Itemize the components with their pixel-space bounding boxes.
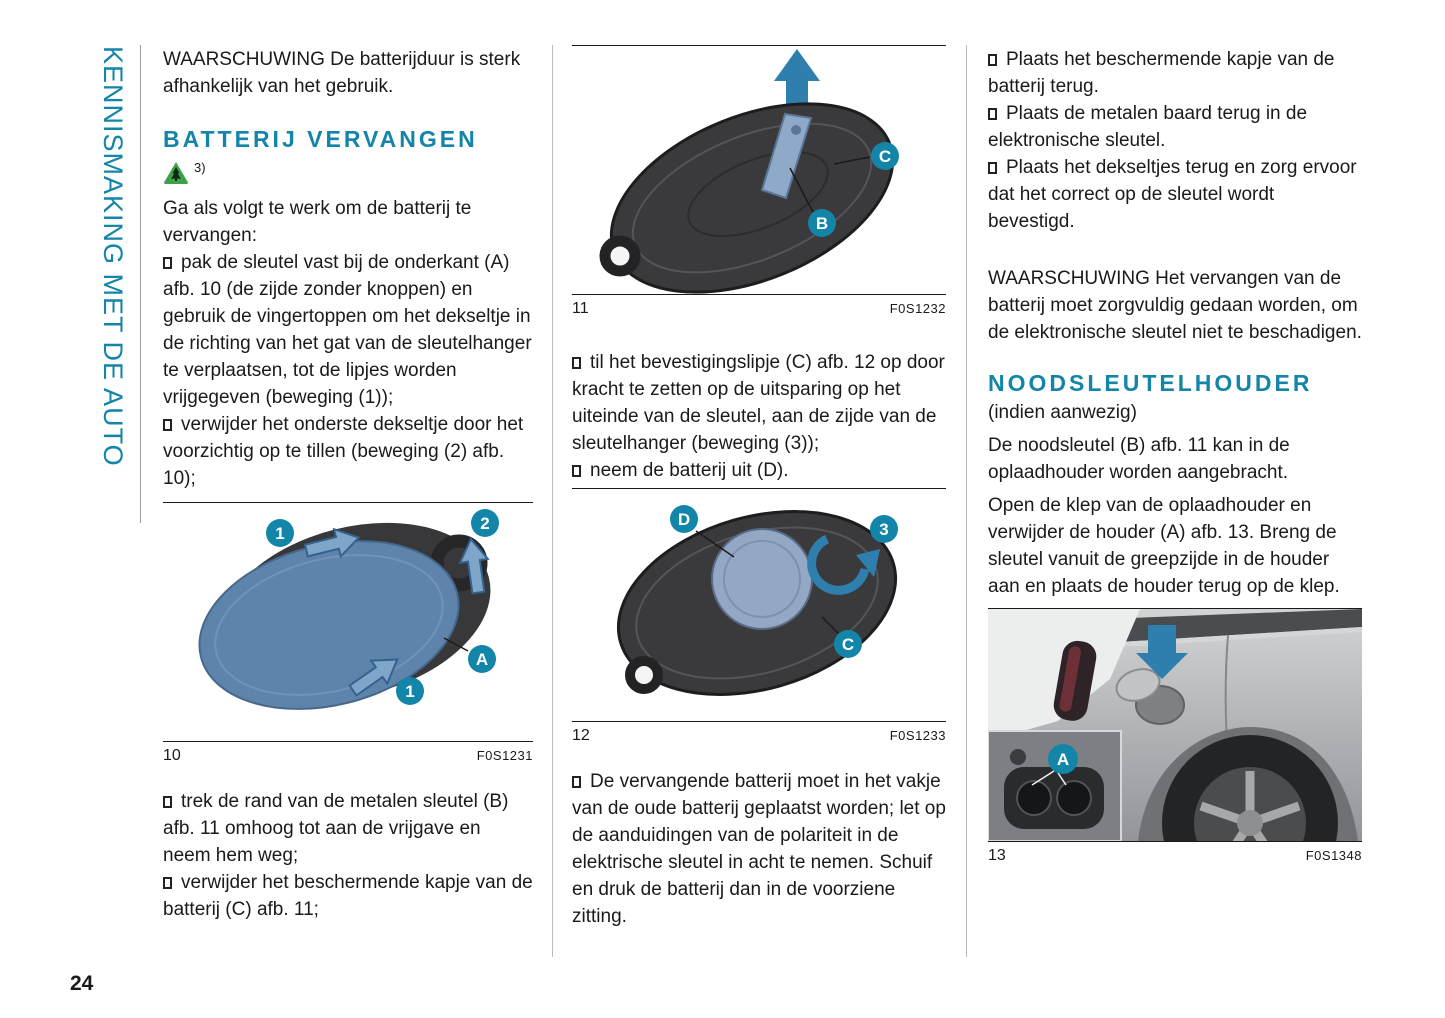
figure-13: A 13 F0S1348	[987, 608, 1362, 911]
svg-text:C: C	[842, 635, 854, 654]
bullet-square-icon	[988, 108, 997, 120]
push-arrow	[348, 658, 399, 697]
svg-text:D: D	[678, 510, 690, 529]
tail-light	[1053, 640, 1097, 721]
figure-label-a: A	[1048, 744, 1078, 774]
instruction-bullet: til het bevestigingslipje (C) afb. 12 op…	[572, 352, 945, 454]
figure-label-1b: 1	[396, 677, 424, 705]
keyring-hole	[625, 656, 663, 694]
column-3: Plaats het beschermende kapje van de bat…	[987, 46, 1362, 911]
footnote-reference-row: 3)	[163, 160, 533, 185]
figure-number: 10	[163, 747, 181, 764]
figure-code: F0S1233	[889, 728, 946, 743]
svg-text:2: 2	[480, 514, 489, 533]
section-heading-noodsleutelhouder: NOODSLEUTELHOUDER	[988, 370, 1313, 396]
instruction-bullet: Plaats het dekseltjes terug en zorg ervo…	[988, 157, 1357, 232]
metal-key-blade	[760, 112, 813, 200]
svg-text:1: 1	[405, 682, 414, 701]
instruction-bullet: verwijder het beschermende kapje van de …	[163, 872, 533, 920]
bullet-square-icon	[163, 877, 172, 889]
column-divider	[552, 45, 553, 957]
svg-text:A: A	[1057, 750, 1069, 769]
figure-10: 1 2 A 1 10 F0S1231	[163, 502, 533, 766]
sidebar-divider	[140, 45, 141, 523]
rotate-arrow	[807, 534, 870, 595]
figure-label-c: C	[871, 142, 899, 170]
bullet-square-icon	[572, 465, 581, 477]
figure-code: F0S1348	[1305, 848, 1362, 863]
down-arrow	[1136, 625, 1188, 679]
figure-11: C B 11 F0S1232	[572, 45, 946, 319]
paragraph: Open de klep van de oplaadhouder en verw…	[988, 495, 1340, 597]
bullet-square-icon	[988, 162, 997, 174]
svg-text:A: A	[476, 650, 488, 669]
bullet-square-icon	[163, 257, 172, 269]
battery	[711, 528, 813, 630]
figure-11-illustration: C B	[599, 49, 899, 294]
svg-text:3: 3	[879, 520, 888, 539]
page-number: 24	[70, 972, 94, 995]
instruction-bullet: neem de batterij uit (D).	[572, 457, 946, 484]
figure-12: D 3 C 12 F0S1233	[572, 488, 946, 746]
figure-label-c: C	[834, 630, 862, 658]
footnote-number: 3)	[194, 160, 206, 175]
bullet-square-icon	[572, 776, 581, 788]
svg-text:C: C	[879, 147, 891, 166]
charge-flap-lid	[1115, 668, 1161, 702]
bullet-square-icon	[988, 54, 997, 66]
section-heading-batterij-vervangen: BATTERIJ VERVANGEN	[163, 126, 478, 152]
figure-label-2: 2	[471, 509, 499, 537]
instruction-bullet: pak de sleutel vast bij de onderkant (A)…	[163, 252, 532, 408]
figure-label-3: 3	[870, 515, 898, 543]
column-divider	[966, 45, 967, 957]
warning-paragraph: WAARSCHUWING Het vervangen van de batter…	[988, 268, 1362, 343]
slide-arrow	[303, 527, 361, 559]
pull-up-arrow	[774, 49, 820, 110]
instruction-bullet: trek de rand van de metalen sleutel (B) …	[163, 791, 509, 866]
column-2: C B 11 F0S1232 til het bevestigingslipje…	[572, 45, 946, 930]
availability-note: (indien aanwezig)	[988, 402, 1137, 423]
figure-12-illustration: D 3 C	[616, 505, 898, 696]
figure-label-1: 1	[266, 519, 294, 547]
instruction-bullet: verwijder het onderste dekseltje door he…	[163, 414, 524, 489]
bullet-square-icon	[163, 419, 172, 431]
column-1: WAARSCHUWING De batterijduur is sterk af…	[163, 46, 533, 923]
bullet-square-icon	[572, 357, 581, 369]
instruction-bullet: Plaats de metalen baard terug in de elek…	[988, 103, 1308, 151]
instruction-bullet: Plaats het beschermende kapje van de bat…	[988, 49, 1335, 97]
instruction-bullet: De vervangende batterij moet in het vakj…	[572, 771, 946, 927]
chapter-sidebar-title: KENNISMAKING MET DE AUTO	[98, 46, 128, 467]
keyring-hole	[599, 235, 641, 277]
figure-number: 12	[572, 727, 590, 744]
figure-label-b: B	[808, 209, 836, 237]
warning-paragraph: WAARSCHUWING De batterijduur is sterk af…	[163, 49, 521, 97]
instruction-intro: Ga als volgt te werk om de batterij te v…	[163, 198, 472, 246]
figure-number: 13	[988, 847, 1006, 864]
figure-code: F0S1231	[476, 748, 533, 763]
figure-code: F0S1232	[889, 301, 946, 316]
environment-warning-icon	[164, 162, 188, 184]
lift-arrow	[458, 537, 490, 595]
svg-text:1: 1	[275, 524, 284, 543]
figure-label-d: D	[670, 505, 698, 533]
bullet-square-icon	[163, 796, 172, 808]
svg-text:B: B	[816, 214, 828, 233]
figure-number: 11	[572, 300, 589, 317]
figure-label-a: A	[468, 645, 496, 673]
figure-13-photo: A	[987, 609, 1362, 911]
paragraph: De noodsleutel (B) afb. 11 kan in de opl…	[988, 435, 1290, 483]
figure-10-illustration: 1 2 A 1	[198, 509, 499, 710]
